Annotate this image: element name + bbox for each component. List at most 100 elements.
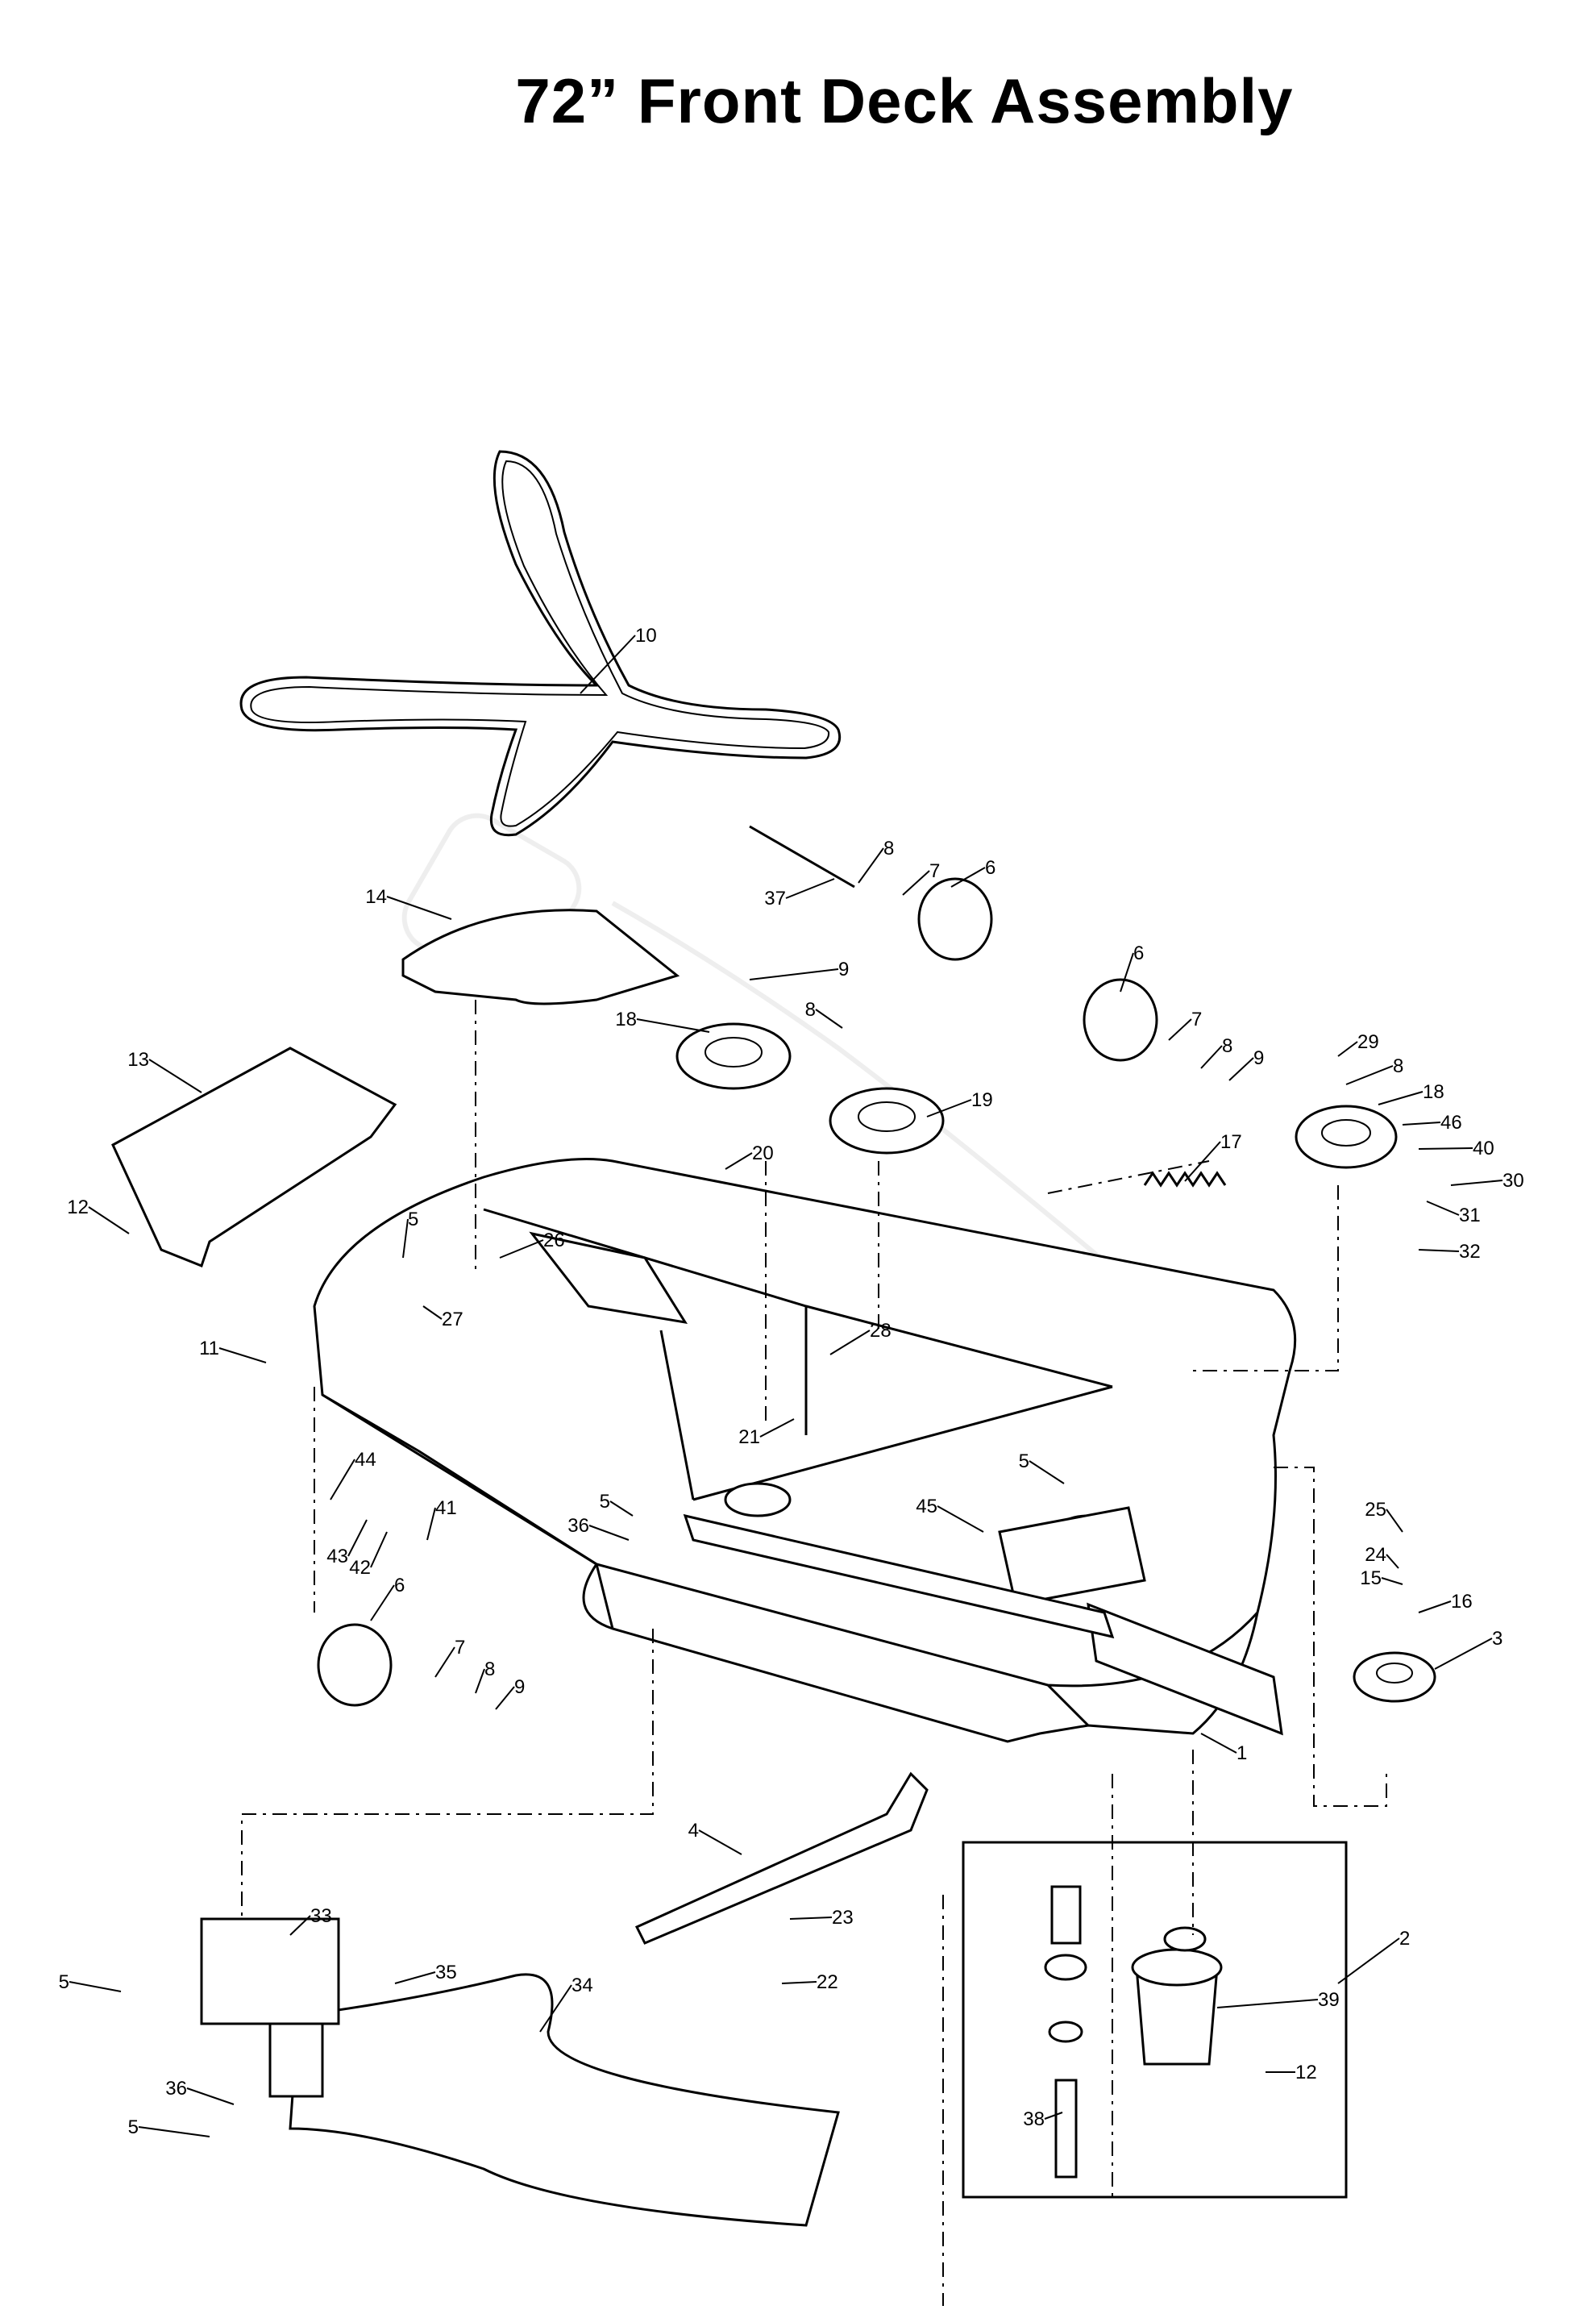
callout-leader-line [785, 878, 835, 899]
page-title: 72” Front Deck Assembly [515, 65, 1294, 136]
part-number-callout: 36 [165, 2078, 187, 2100]
callout-leader-line [1418, 1147, 1473, 1150]
callout-leader-line [1216, 1999, 1319, 2008]
callout-leader-line [1386, 1509, 1403, 1533]
callout-leader-line [609, 1500, 634, 1517]
callout-leader-line [1345, 1065, 1394, 1085]
part-number-callout: 8 [805, 999, 816, 1021]
part-number-callout: 3 [1492, 1628, 1502, 1650]
part-number-callout: 6 [985, 857, 995, 879]
callout-leader-line [815, 1009, 843, 1029]
callout-leader-line [1381, 1577, 1403, 1585]
part-number-callout: 38 [1023, 2108, 1045, 2130]
callout-leader-line [1337, 1937, 1400, 1984]
part-number-callout: 4 [688, 1820, 699, 1842]
part-number-callout: 5 [1019, 1450, 1029, 1472]
callout-leader-line [1200, 1045, 1223, 1069]
callout-leader-line [1378, 1091, 1424, 1105]
belt-shields [111, 909, 680, 1267]
part-number-callout: 28 [870, 1320, 892, 1342]
part-number-callout: 9 [514, 1676, 525, 1698]
part-number-callout: 14 [365, 886, 387, 908]
part-number-callout: 10 [635, 625, 657, 647]
part-number-callout: 37 [764, 888, 786, 909]
assembly-guide-lines [241, 1000, 1387, 2306]
part-number-callout: 15 [1360, 1567, 1382, 1589]
callout-leader-line [1418, 1600, 1452, 1613]
part-number-callout: 7 [455, 1637, 465, 1659]
callout-leader-line [1029, 1460, 1065, 1484]
callout-leader-line [1168, 1018, 1192, 1041]
callout-leader-line [186, 2087, 235, 2105]
callout-leader-line [88, 1206, 130, 1234]
callout-leader-line [950, 867, 986, 888]
callout-leader-line [858, 847, 884, 884]
discharge-deflector [200, 1917, 840, 2227]
callout-leader-line [829, 1330, 871, 1355]
callout-leader-line [69, 1981, 122, 1992]
part-number-callout: 8 [883, 838, 894, 859]
part-number-callout: 8 [1393, 1055, 1403, 1077]
part-number-callout: 36 [567, 1515, 589, 1537]
spring [1143, 1171, 1227, 1188]
callout-leader-line [698, 1829, 742, 1855]
callout-leader-line [937, 1505, 984, 1533]
callout-leader-line [1337, 1041, 1358, 1057]
callout-leader-line [759, 1418, 795, 1438]
part-number-callout: 32 [1459, 1241, 1481, 1263]
part-number-callout: 9 [838, 959, 849, 980]
part-number-callout: 7 [1191, 1009, 1202, 1030]
callout-leader-line [636, 1018, 710, 1033]
part-number-callout: 8 [484, 1659, 495, 1680]
callout-leader-line [539, 1984, 572, 2033]
part-number-callout: 17 [1220, 1131, 1242, 1153]
callout-leader-line [580, 635, 636, 694]
callout-leader-line [1228, 1057, 1254, 1081]
callout-leader-line [1426, 1201, 1460, 1216]
part-number-callout: 40 [1473, 1138, 1494, 1159]
callout-leader-line [1434, 1638, 1493, 1670]
deck-housing [313, 1158, 1297, 1743]
callout-leader-line [370, 1584, 395, 1621]
callout-leader-line [138, 2126, 210, 2137]
part-number-callout: 18 [615, 1009, 637, 1030]
part-number-callout: 5 [128, 2116, 139, 2138]
part-number-callout: 21 [738, 1426, 760, 1448]
part-number-callout: 2 [1399, 1928, 1410, 1950]
callout-leader-line [789, 1917, 833, 1920]
pulleys [675, 1022, 1436, 1703]
part-number-callout: 13 [127, 1049, 149, 1071]
part-number-callout: 35 [435, 1962, 457, 1983]
callout-leader-line [394, 1971, 436, 1984]
spindle-assembly [962, 1841, 1348, 2199]
blade [634, 1771, 929, 1945]
callout-leader-line [1044, 2112, 1063, 2120]
part-number-callout: 24 [1365, 1544, 1386, 1566]
callout-leader-line [386, 896, 452, 920]
part-number-callout: 25 [1365, 1499, 1386, 1521]
gauge-wheels [317, 825, 1158, 1707]
callout-leader-line [588, 1525, 630, 1541]
part-number-callout: 39 [1318, 1989, 1340, 2011]
part-number-callout: 31 [1459, 1205, 1481, 1226]
callout-leader-line [902, 870, 930, 896]
part-number-callout: 11 [199, 1338, 219, 1359]
part-number-callout: 29 [1357, 1031, 1379, 1053]
callout-leader-line [289, 1915, 311, 1936]
callout-leader-line [926, 1099, 972, 1117]
callout-leader-line [1402, 1122, 1441, 1126]
part-number-callout: 23 [832, 1907, 854, 1929]
part-number-callout: 26 [543, 1230, 565, 1251]
callout-leader-line [434, 1646, 455, 1678]
part-number-callout: 1 [1236, 1742, 1247, 1764]
callout-leader-line [347, 1519, 368, 1557]
callout-leader-line [725, 1152, 753, 1170]
part-number-callout: 33 [310, 1905, 332, 1927]
drive-belt [239, 450, 841, 837]
part-number-callout: 41 [435, 1497, 457, 1519]
part-number-callout: 45 [916, 1496, 937, 1517]
callout-leader-line [370, 1531, 388, 1568]
callout-leader-line [426, 1507, 436, 1541]
